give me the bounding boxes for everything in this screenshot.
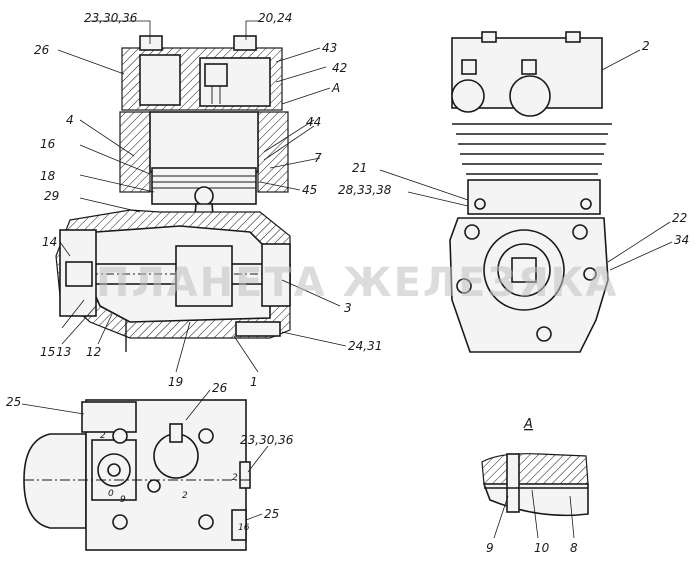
callout-25-bottom: 25 xyxy=(264,507,279,521)
valve-plug xyxy=(204,63,228,87)
side-view-callouts: 2 21 28,33,38 22 34 xyxy=(338,39,689,247)
rear-cover xyxy=(261,243,291,307)
detail-a-leaders xyxy=(493,489,575,539)
side-head-boss-left xyxy=(461,59,477,75)
head-bolt-right xyxy=(233,35,257,51)
callout-2: 2 xyxy=(642,39,650,53)
callout-42: 42 xyxy=(332,61,347,75)
detail-a-title: А xyxy=(523,417,533,432)
engraved-mark-4: 2 xyxy=(232,473,238,483)
detail-a-upper xyxy=(481,453,589,485)
callout-21: 21 xyxy=(352,161,367,175)
callout-1: 1 xyxy=(250,375,258,389)
callout-29: 29 xyxy=(44,189,59,203)
callout-25-top: 25 xyxy=(6,395,21,409)
watermark: ПЛАНЕТА ЖЕЛЕЗЯКА xyxy=(96,260,618,306)
bottom-view-leaders xyxy=(21,389,269,521)
side-hole-3 xyxy=(456,278,472,294)
cylinder-wall-left xyxy=(119,111,151,193)
bottom-hole-3 xyxy=(147,479,161,493)
side-port-left xyxy=(451,79,485,113)
side-bolt-left xyxy=(474,198,486,210)
side-shaft-nut xyxy=(511,257,537,283)
cylinder-wall-right xyxy=(257,111,289,193)
side-head-boss-mid xyxy=(521,59,537,75)
side-bolt-right xyxy=(580,198,592,210)
callout-34: 34 xyxy=(674,233,689,247)
callout-9: 9 xyxy=(486,541,494,555)
engraved-mark-6: 16 xyxy=(238,523,250,533)
callout-12: 12 xyxy=(86,345,101,359)
side-view-leaders xyxy=(379,49,673,271)
side-stud-right xyxy=(565,31,581,43)
bottom-hole-4 xyxy=(112,514,128,530)
side-stud-left xyxy=(481,31,497,43)
side-fins xyxy=(452,123,612,175)
callout-8: 8 xyxy=(570,541,578,555)
side-hole-1 xyxy=(464,224,480,240)
callout-24-31: 24,31 xyxy=(348,339,382,353)
callout-23-30-36: 23,30,36 xyxy=(84,11,138,25)
bottom-view xyxy=(21,389,269,551)
piston-pin xyxy=(194,186,214,206)
engraved-mark-2: 2 xyxy=(182,491,188,501)
crank-web xyxy=(175,245,233,307)
side-hole-2 xyxy=(572,224,588,240)
bottom-boss-top xyxy=(81,401,137,433)
callout-23-30-36-bottom: 23,30,36 xyxy=(240,433,294,447)
bottom-hole-5 xyxy=(198,514,214,530)
callout-16: 16 xyxy=(40,137,56,151)
engraved-mark-5: 9 xyxy=(120,495,126,505)
detail-a-pin xyxy=(506,453,520,513)
callout-15: 15 xyxy=(40,345,55,359)
side-view xyxy=(379,31,673,353)
callout-4: 4 xyxy=(66,113,74,127)
side-crank-neck xyxy=(467,179,601,215)
callout-10: 10 xyxy=(534,541,550,555)
callout-26-bottom: 26 xyxy=(212,381,228,395)
engraved-mark-1: 2 xyxy=(100,431,106,441)
head-inlet-chamber xyxy=(139,54,181,106)
bottom-port-inner xyxy=(107,463,121,477)
detail-a-callouts: А 9 10 8 xyxy=(486,417,578,555)
callout-22: 22 xyxy=(672,211,687,225)
main-view-leaders xyxy=(57,20,347,373)
callout-20-24: 20,24 xyxy=(258,11,292,25)
callout-43: 43 xyxy=(322,41,337,55)
bottom-key xyxy=(169,423,183,443)
bottom-bolt-right xyxy=(231,509,247,541)
callout-14: 14 xyxy=(42,235,57,249)
side-hole-5 xyxy=(583,267,597,281)
callout-7: 7 xyxy=(314,151,322,165)
bottom-nose xyxy=(23,433,87,529)
engraved-mark-3: 0 xyxy=(108,489,114,499)
callout-44: 44 xyxy=(306,115,321,129)
oil-fitting xyxy=(235,321,281,337)
callout-28-33-38: 28,33,38 xyxy=(338,183,392,197)
bottom-hole-1 xyxy=(112,428,128,444)
callout-a: А xyxy=(331,81,340,95)
side-hole-4 xyxy=(536,326,552,342)
bottom-hole-2 xyxy=(198,428,214,444)
callout-45: 45 xyxy=(302,183,317,197)
main-sectional-view xyxy=(55,20,347,373)
callout-3: 3 xyxy=(344,301,352,315)
head-bolt-left xyxy=(139,35,163,51)
detail-a-lower xyxy=(482,483,589,517)
callout-26: 26 xyxy=(34,43,50,57)
callout-19: 19 xyxy=(168,375,183,389)
side-port-right xyxy=(509,75,551,117)
callout-13: 13 xyxy=(56,345,71,359)
detail-a-view xyxy=(481,453,589,539)
crankshaft-nut xyxy=(65,261,93,287)
cylinder-bore xyxy=(149,111,259,173)
bottom-plug-right xyxy=(239,461,251,489)
main-view-callouts: 23,30,36 20,24 26 43 42 А 4 44 16 7 18 4… xyxy=(34,11,382,389)
bottom-view-callouts: 25 26 23,30,36 25 2 2 0 2 9 16 xyxy=(6,381,294,533)
callout-18: 18 xyxy=(40,169,56,183)
